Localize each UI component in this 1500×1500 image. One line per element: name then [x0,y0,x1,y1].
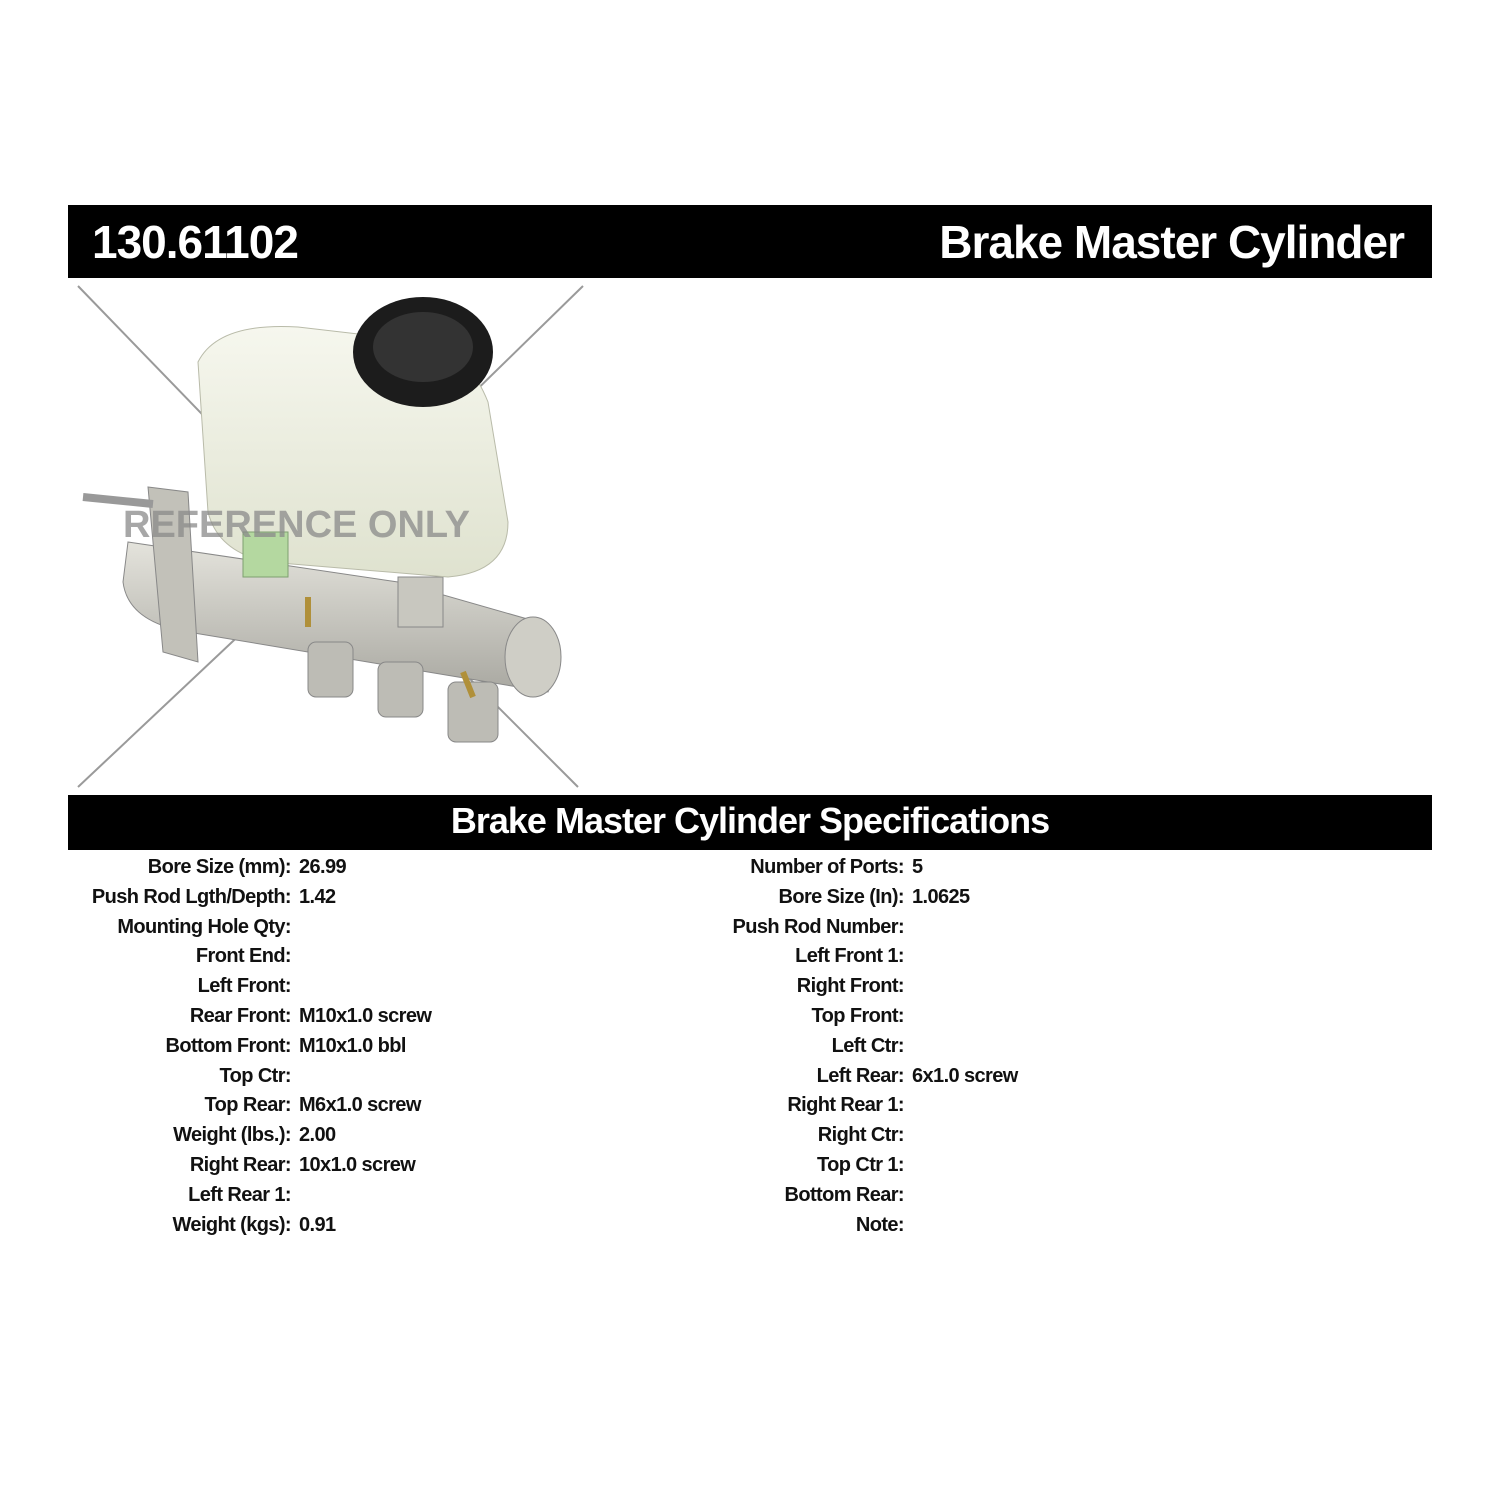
spec-label: Left Front: [197,975,292,998]
spec-label: Push Rod Number: [732,915,904,938]
spec-value: 0.91 [299,1213,336,1236]
spec-label: Left Ctr: [831,1034,905,1057]
spec-label: Number of Ports: [750,856,904,878]
spec-label: Bore Size (mm): [147,856,292,878]
spec-row: Top Front: [0,1002,905,1032]
part-number: 130.61102 [92,216,299,268]
spec-label: Note: [855,1213,905,1236]
spec-label: Right Front: [796,975,905,998]
spec-label: Right Ctr: [817,1124,905,1147]
spec-row: Bore Size (mm): 26.99 [0,853,347,883]
spec-value: 10x1.0 screw [299,1153,416,1176]
product-name: Brake Master Cylinder [939,216,1405,268]
title-bar: 130.61102 Brake Master Cylinder [68,205,1432,278]
spec-label: Bottom Rear: [784,1183,905,1206]
spec-row: Front End: [0,942,292,972]
spec-row: Left Front 1: [0,942,904,972]
spec-label: Top Ctr 1: [817,1153,905,1176]
spec-row: Left Rear: 6x1.0 screw [0,1062,1019,1092]
spec-value: 1.42 [299,885,336,908]
spec-value: 6x1.0 screw [912,1064,1018,1087]
spec-label: Left Rear: [816,1064,905,1087]
spec-value: M10x1.0 screw [299,1004,432,1027]
spec-value: 2.00 [299,1124,336,1147]
spec-row: Bottom Front: M10x1.0 bbl [0,1032,407,1062]
spec-label: Rear Front: [189,1004,292,1027]
spec-row: Weight (kgs): 0.91 [0,1211,337,1241]
spec-label: Push Rod Lgth/Depth: [91,885,292,908]
spec-label: Weight (lbs.): [173,1124,291,1147]
product-image: REFERENCE ONLY [68,282,588,792]
spec-row: Left Front: [0,972,292,1002]
spec-value: 1.0625 [912,885,970,908]
spec-label: Right Rear 1: [787,1094,904,1117]
spec-value: M6x1.0 screw [299,1094,421,1117]
spec-row: Left Rear 1: [0,1181,291,1211]
spec-label: Bottom Front: [165,1034,292,1057]
spec-row: Right Rear 1: [0,1091,904,1121]
spec-value: 26.99 [299,856,347,878]
spec-row: Right Front: [0,972,905,1002]
spec-row: Top Ctr 1: [0,1151,905,1181]
spec-row: Push Rod Lgth/Depth: 1.42 [0,883,336,913]
spec-label: Right Rear: [189,1153,292,1176]
spec-row: Top Ctr: [0,1062,292,1092]
spec-label: Mounting Hole Qty: [117,915,291,938]
spec-label: Bore Size (In): [778,885,905,908]
spec-row: Number of Ports: 5 [0,853,923,883]
watermark-text: REFERENCE ONLY [123,504,470,546]
spec-value: M10x1.0 bbl [299,1034,406,1057]
spec-row: Bottom Rear: [0,1181,905,1211]
spec-row: Top Rear: M6x1.0 screw [0,1091,422,1121]
spec-label: Top Rear: [204,1094,292,1117]
spec-row: Note: [0,1211,905,1241]
spec-label: Front End: [195,945,292,968]
specifications-title: Brake Master Cylinder Specifications [450,800,1050,841]
spec-label: Left Rear 1: [188,1183,291,1206]
specifications-header: Brake Master Cylinder Specifications [68,795,1432,850]
spec-row: Push Rod Number: [0,913,904,943]
spec-row: Rear Front: M10x1.0 screw [0,1002,432,1032]
spec-label: Left Front 1: [795,945,904,968]
spec-value: 5 [912,856,923,878]
spec-label: Top Ctr: [219,1064,292,1087]
spec-row: Right Ctr: [0,1121,905,1151]
spec-row: Right Rear: 10x1.0 screw [0,1151,416,1181]
spec-label: Weight (kgs): [172,1213,292,1236]
spec-row: Mounting Hole Qty: [0,913,291,943]
spec-row: Bore Size (In): 1.0625 [0,883,971,913]
spec-label: Top Front: [811,1004,905,1027]
spec-row: Left Ctr: [0,1032,905,1062]
spec-row: Weight (lbs.): 2.00 [0,1121,336,1151]
